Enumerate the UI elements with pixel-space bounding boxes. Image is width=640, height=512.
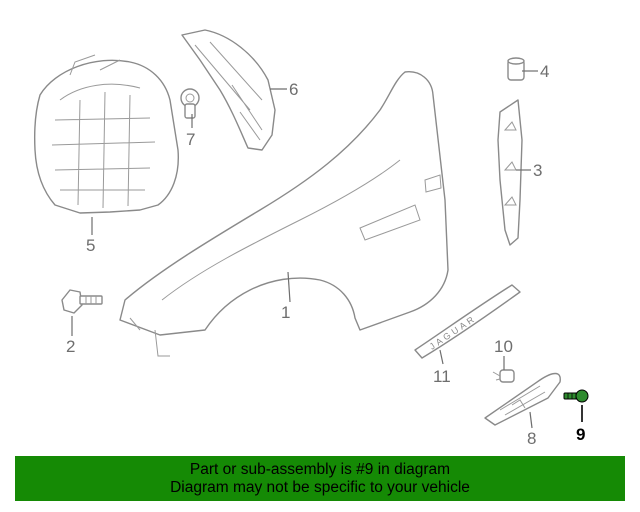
callout-5[interactable]: 5: [86, 236, 95, 255]
part-6-arch-liner[interactable]: [181, 29, 276, 151]
diagram-notice-banner: Part or sub-assembly is #9 in diagram Di…: [15, 456, 625, 501]
emblem-lettering: JAGUAR: [428, 313, 479, 352]
part-10-clip[interactable]: [492, 369, 515, 383]
exploded-parts-diagram: JAGUAR 1 2 3 4: [33, 29, 589, 448]
part-2-flange-bolt[interactable]: [61, 289, 103, 314]
leader-1: [287, 271, 291, 303]
callout-10[interactable]: 10: [494, 337, 513, 356]
callout-9[interactable]: 9: [576, 425, 585, 444]
banner-disclaimer-line: Diagram may not be specific to your vehi…: [170, 478, 470, 496]
banner-part-line: Part or sub-assembly is #9 in diagram: [189, 460, 451, 478]
part-4-plug[interactable]: [507, 57, 525, 81]
callout-2[interactable]: 2: [66, 337, 75, 356]
part-1-front-fender[interactable]: [119, 71, 449, 357]
callout-6[interactable]: 6: [289, 80, 298, 99]
part-7-push-clip[interactable]: [180, 88, 200, 119]
part-5-fender-liner[interactable]: [33, 54, 179, 214]
callout-7[interactable]: 7: [186, 130, 195, 149]
leader-11: [439, 349, 444, 365]
callout-11[interactable]: 11: [433, 367, 451, 386]
callout-4[interactable]: 4: [540, 62, 549, 81]
leader-8: [529, 411, 533, 429]
callout-1[interactable]: 1: [281, 303, 290, 322]
callout-8[interactable]: 8: [527, 429, 536, 448]
callout-3[interactable]: 3: [533, 161, 542, 180]
part-8-side-vent[interactable]: [484, 372, 561, 426]
part-3-bracket[interactable]: [497, 99, 523, 246]
part-9-bolt[interactable]: [563, 389, 589, 403]
